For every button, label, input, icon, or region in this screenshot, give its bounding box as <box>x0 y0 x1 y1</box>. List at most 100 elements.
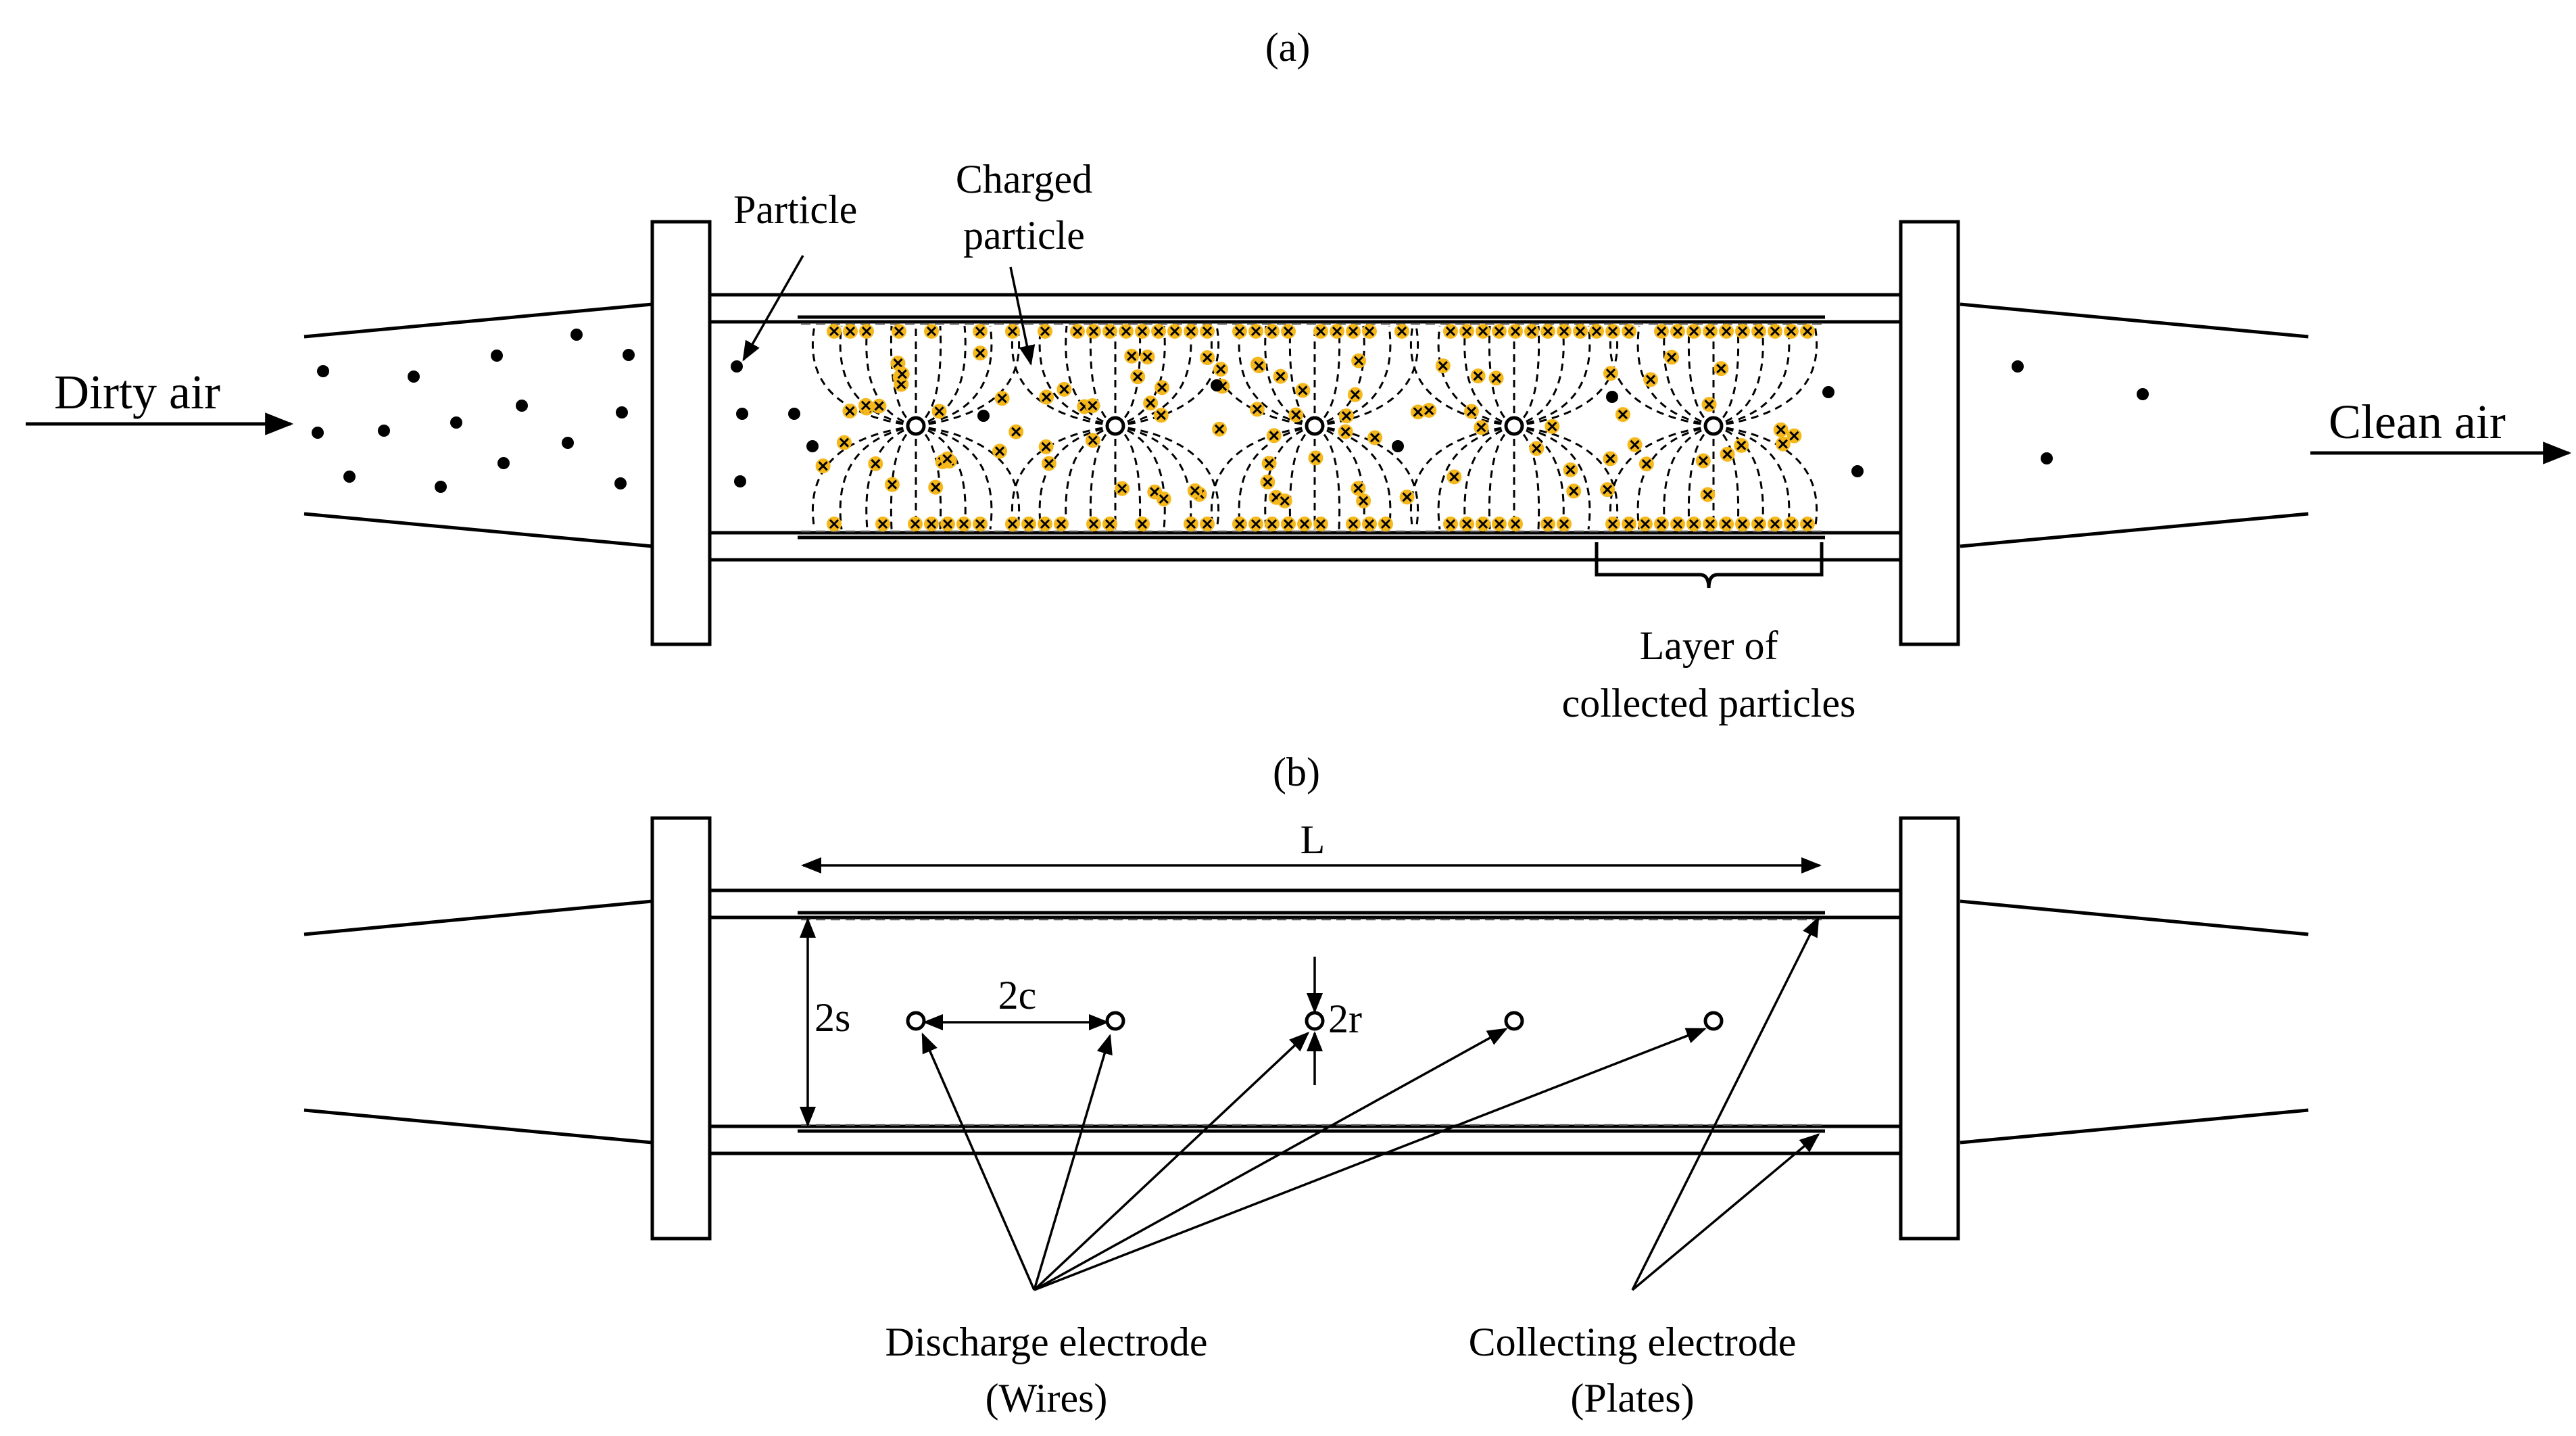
charged-particle <box>1768 517 1782 531</box>
charged-particles <box>815 324 1815 531</box>
charged-particle <box>1248 324 1263 339</box>
field-line <box>1011 325 1116 427</box>
wire-radius-label: 2r <box>1328 997 1362 1041</box>
field-line <box>1513 325 1619 427</box>
field-line <box>1513 425 1591 530</box>
field-line <box>1089 425 1116 530</box>
field-line <box>865 325 917 427</box>
field-line <box>811 325 917 427</box>
charged-particle <box>1265 517 1280 531</box>
field-line <box>1513 325 1540 427</box>
charged-particle-label-1: Charged <box>956 157 1092 201</box>
field-line <box>1115 425 1166 530</box>
discharge-electrode-label-1: Discharge electrode <box>885 1320 1208 1364</box>
charged-particle <box>1130 369 1146 385</box>
charged-particle <box>1474 420 1489 435</box>
panel-a: (a) <box>26 25 2572 725</box>
charged-particle <box>1508 517 1523 531</box>
charged-particle <box>928 479 944 495</box>
particles-outlet <box>2012 360 2149 464</box>
charged-particle <box>1008 424 1024 439</box>
field-line <box>1636 325 1714 427</box>
field-line <box>1463 325 1515 427</box>
charged-particle <box>1775 436 1791 452</box>
charged-particle <box>1288 407 1304 423</box>
charged-particle <box>1410 404 1426 420</box>
charged-particle <box>1476 517 1490 531</box>
charged-particle <box>1463 404 1479 419</box>
field-line <box>1038 325 1116 427</box>
charged-particle <box>924 324 939 339</box>
field-line <box>1314 425 1365 530</box>
charged-particle <box>1167 324 1182 339</box>
field-line <box>1314 325 1341 427</box>
charged-particle <box>827 517 842 531</box>
charged-particle <box>1200 324 1215 339</box>
charged-particle <box>1589 324 1604 339</box>
charged-particle <box>1356 493 1371 508</box>
field-line <box>1513 325 1591 427</box>
inlet-duct-b <box>303 899 653 1145</box>
charged-particle <box>908 517 923 531</box>
field-line <box>1238 325 1315 427</box>
field-line <box>1609 425 1714 530</box>
field-line <box>1115 325 1220 427</box>
discharge-wire <box>1703 1011 1724 1031</box>
charged-particle <box>1249 402 1265 417</box>
charged-particle <box>1313 517 1328 531</box>
charged-particle <box>1686 517 1701 531</box>
charged-particle <box>858 398 873 413</box>
charged-particle <box>1751 324 1766 339</box>
field-line <box>1314 425 1419 530</box>
channel-walls-b <box>710 888 1901 1155</box>
field-line <box>1488 325 1515 427</box>
charged-particle <box>1638 456 1654 472</box>
outlet-duct-b <box>1960 899 2309 1145</box>
charged-particle <box>1443 517 1458 531</box>
charged-particle <box>1038 324 1052 339</box>
charged-particle <box>875 517 890 531</box>
field-line <box>1115 425 1142 530</box>
discharge-wire <box>1305 1011 1325 1031</box>
field-line <box>1663 425 1714 530</box>
field-line <box>1314 325 1419 427</box>
charged-particle <box>1703 324 1718 339</box>
charged-particle <box>1670 324 1685 339</box>
field-line <box>1513 425 1619 530</box>
charged-particle <box>973 324 988 339</box>
charged-particle <box>1212 421 1228 437</box>
charged-particle <box>1273 368 1288 384</box>
field-line <box>1409 425 1515 530</box>
charged-particle <box>1720 446 1735 462</box>
charged-particle <box>1232 324 1247 339</box>
charged-particle <box>1524 324 1539 339</box>
charged-particle <box>1686 324 1701 339</box>
field-line <box>1314 325 1392 427</box>
charged-particle <box>884 477 900 492</box>
charged-particle <box>1281 517 1296 531</box>
field-line <box>1713 325 1818 427</box>
discharge-wire <box>1105 416 1125 436</box>
field-line <box>1636 425 1714 530</box>
charged-particle <box>931 404 947 419</box>
charged-particle <box>1248 517 1263 531</box>
field-line <box>1115 325 1142 427</box>
charged-particle <box>1338 408 1354 424</box>
charged-particle <box>1338 424 1353 439</box>
field-line <box>1713 325 1740 427</box>
field-line <box>915 425 993 530</box>
charged-particle <box>1719 324 1734 339</box>
charged-particle <box>1155 380 1170 396</box>
charged-particle <box>1768 324 1782 339</box>
charged-particle <box>1038 439 1054 454</box>
charged-particle <box>1070 324 1085 339</box>
charged-particle <box>1056 381 1072 397</box>
charged-particle <box>1187 483 1202 498</box>
charged-particle <box>1784 324 1799 339</box>
field-line <box>1513 425 1565 530</box>
layer-brace <box>1595 542 1824 589</box>
collecting-plates-b <box>798 911 1825 1133</box>
charged-particle <box>992 444 1008 459</box>
charged-particle <box>1664 350 1680 365</box>
charged-particle <box>1566 483 1582 499</box>
